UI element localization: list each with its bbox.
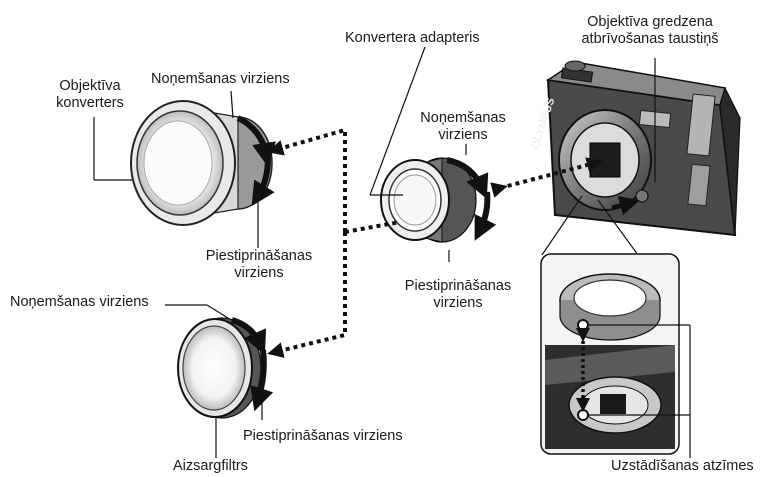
dotted-arrow-converter-to-adapter xyxy=(275,130,345,232)
lens-converter-illustration xyxy=(131,101,272,225)
protective-filter-label: Aizsargfiltrs xyxy=(173,458,248,475)
removal-direction-converter-label: Noņemšanas virziens xyxy=(151,71,290,88)
converter-adapter-illustration xyxy=(381,158,476,242)
adapter-attach-arrow xyxy=(480,192,487,230)
attach-direction-filter-label: Piestiprināšanas virziens xyxy=(243,428,403,445)
inset-camera-mount-illustration xyxy=(545,345,675,449)
mounting-marks-label: Uzstādīšanas atzīmes xyxy=(611,458,754,475)
converter-adapter-label: Konvertera adapteris xyxy=(345,30,480,47)
removal-direction-filter-label: Noņemšanas virziens xyxy=(10,294,149,311)
camera-illustration xyxy=(548,61,740,235)
inset-adapter-illustration xyxy=(560,274,660,340)
protective-filter-illustration xyxy=(178,318,261,418)
